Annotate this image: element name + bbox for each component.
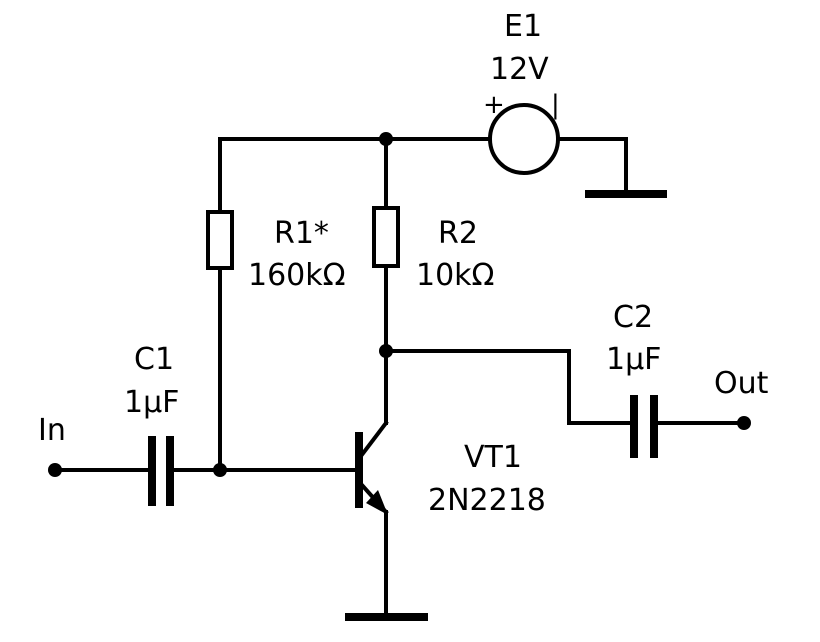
input-terminal xyxy=(48,463,62,477)
resistor-r2-icon xyxy=(372,206,400,268)
output-terminal xyxy=(737,416,751,430)
resistor-r2: R2 10kΩ xyxy=(372,137,494,425)
c1-value-label: 1µF xyxy=(124,385,179,420)
voltage-source-icon xyxy=(488,103,560,175)
e1-ref-label: E1 xyxy=(504,9,542,44)
c2-value-label: 1µF xyxy=(606,342,661,377)
r1-ref-label: R1* xyxy=(274,216,329,251)
r1-value-label: 160kΩ xyxy=(248,258,346,293)
c1-ref-label: C1 xyxy=(134,342,174,377)
e1-value-label: 12V xyxy=(490,52,549,87)
vt1-ref-label: VT1 xyxy=(464,440,522,475)
supply-rail xyxy=(218,137,628,192)
junction-dot-base xyxy=(213,463,227,477)
c2-ref-label: C2 xyxy=(613,300,653,335)
resistor-r1: R1* 160kΩ xyxy=(206,137,346,472)
npn-transistor-icon xyxy=(355,420,389,515)
r2-ref-label: R2 xyxy=(438,216,478,251)
capacitor-c1-icon xyxy=(148,436,174,506)
transistor-vt1: VT1 2N2218 xyxy=(355,420,546,619)
r2-value-label: 10kΩ xyxy=(416,258,494,293)
junction-dot-collector xyxy=(379,344,393,358)
capacitor-c1: C1 1µF xyxy=(53,342,357,506)
e1-negative-sign: | xyxy=(551,90,560,120)
junction-dot-top xyxy=(379,132,393,146)
output-label: Out xyxy=(714,366,769,401)
capacitor-c2-icon xyxy=(630,395,658,458)
voltage-source-e1: + | E1 12V xyxy=(483,9,560,175)
capacitor-c2: C2 1µF xyxy=(384,300,746,458)
resistor-r1-icon xyxy=(206,210,234,270)
input-label: In xyxy=(38,413,66,448)
vt1-value-label: 2N2218 xyxy=(428,483,546,518)
e1-positive-sign: + xyxy=(483,90,505,120)
